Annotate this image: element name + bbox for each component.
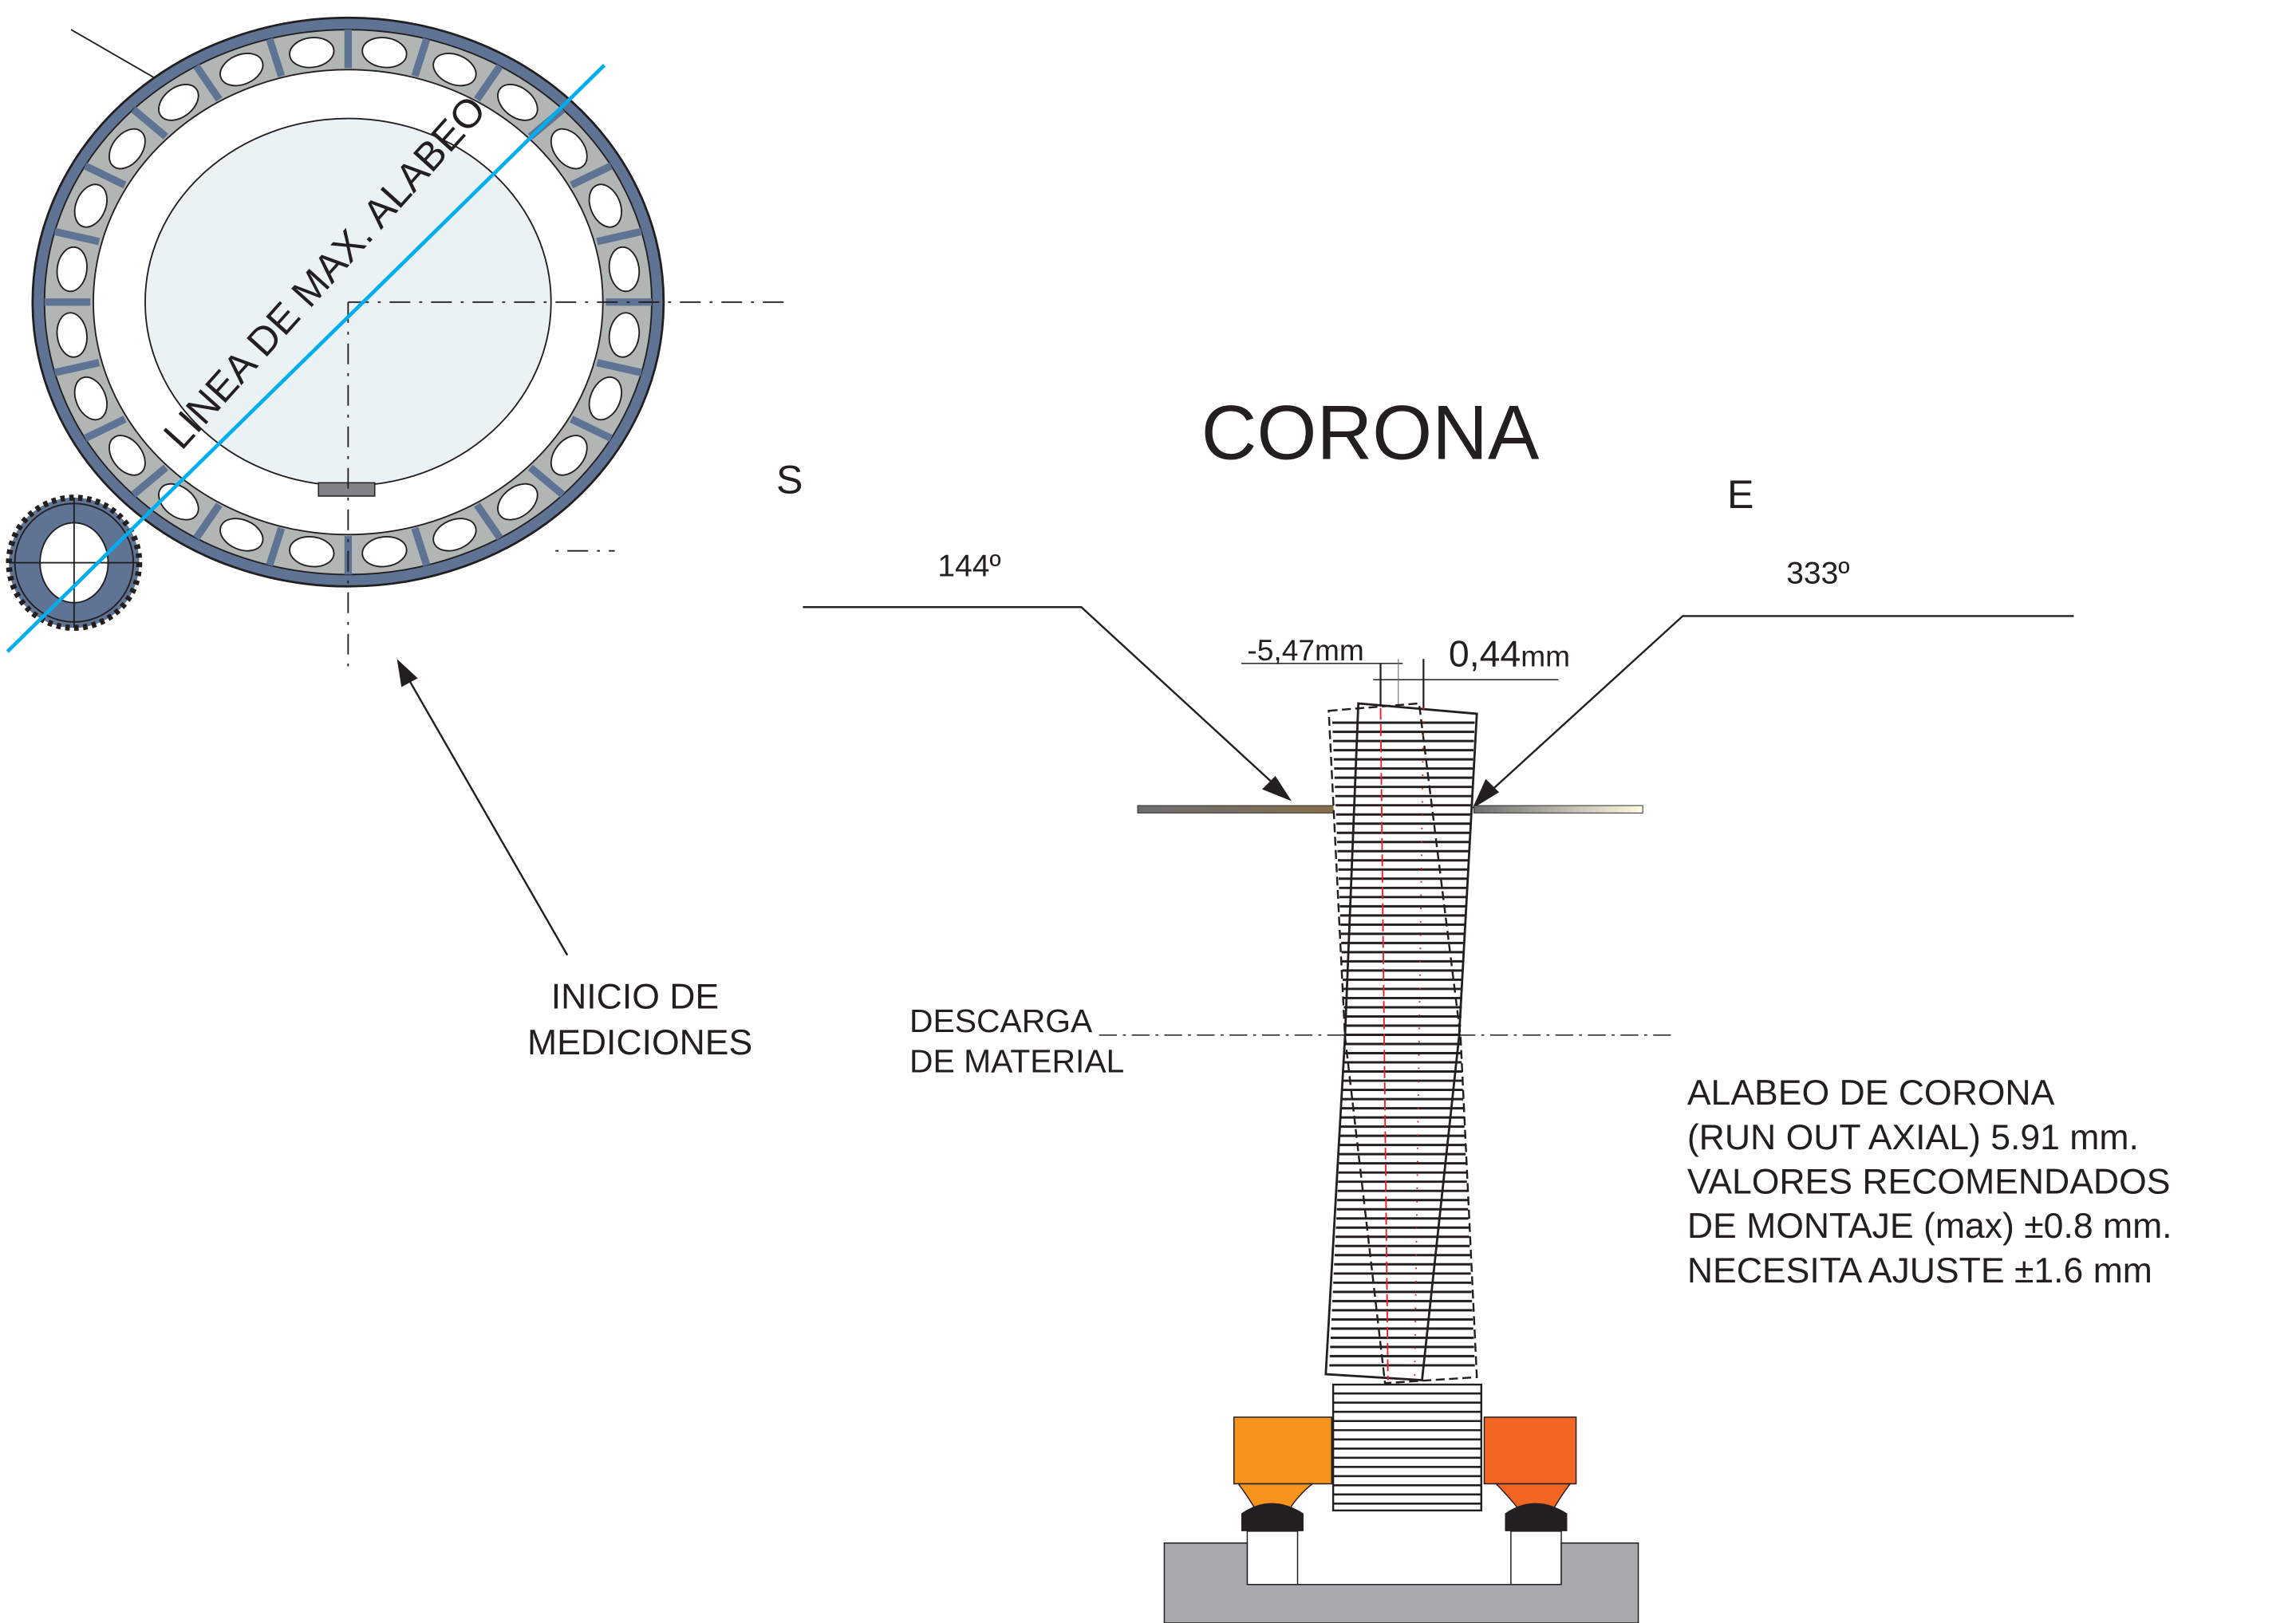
ring-slot bbox=[432, 53, 477, 87]
angle-right: 333º bbox=[1786, 557, 1849, 591]
ring-rib bbox=[266, 526, 286, 567]
ring-rib bbox=[596, 227, 643, 246]
ring-slot bbox=[108, 435, 146, 476]
angle-left: 144º bbox=[937, 549, 1000, 583]
axis-red-left bbox=[1379, 707, 1389, 1381]
ring-slot bbox=[608, 312, 641, 358]
ring-rib bbox=[131, 106, 168, 140]
direction-s: S bbox=[776, 457, 803, 502]
pinion-mark bbox=[318, 482, 376, 497]
roller-right bbox=[1483, 1416, 1577, 1586]
ring-rib bbox=[411, 37, 431, 77]
ring-slot bbox=[73, 376, 108, 421]
ring-slot bbox=[158, 83, 199, 121]
ring-rib bbox=[570, 162, 613, 189]
dim-left: -5,47mm bbox=[1247, 633, 1363, 667]
start-arrow-line bbox=[402, 668, 569, 956]
leader-line bbox=[70, 29, 167, 85]
measure-bar-right bbox=[1473, 805, 1643, 813]
ring-slot bbox=[361, 37, 408, 69]
dim-right-unit: mm bbox=[1521, 640, 1570, 673]
ring-slot bbox=[219, 53, 264, 87]
girth-gear-ring bbox=[31, 16, 786, 674]
start-label: INICIO DE MEDICIONES bbox=[527, 977, 752, 1062]
ring-slot bbox=[432, 518, 477, 552]
ring-slot bbox=[289, 37, 335, 69]
ring-rib bbox=[53, 359, 101, 376]
max-runout-line bbox=[6, 64, 606, 653]
runout-notes: ALABEO DE CORONA (RUN OUT AXIAL) 5.91 mm… bbox=[1687, 1073, 2182, 1290]
ring-rib bbox=[131, 464, 168, 498]
ring-slot bbox=[361, 536, 408, 568]
ring-rib bbox=[596, 359, 643, 376]
pinion-gear bbox=[6, 494, 143, 631]
kiln-shell-stack bbox=[1324, 702, 1482, 1512]
direction-e: E bbox=[1727, 472, 1754, 517]
ring-slots bbox=[44, 30, 652, 575]
ring-rib bbox=[83, 416, 127, 442]
leader-arrow-left bbox=[803, 606, 1284, 794]
ring-rib bbox=[474, 64, 503, 102]
dim-right-value: 0,44 bbox=[1449, 633, 1521, 675]
ring-rib bbox=[411, 526, 431, 567]
ring-slot bbox=[73, 183, 108, 228]
ring-slot bbox=[588, 376, 622, 421]
ring-slot bbox=[588, 183, 622, 228]
shell-outline bbox=[1324, 702, 1478, 1381]
axis-red-right bbox=[1414, 707, 1425, 1381]
ring-slot bbox=[108, 128, 146, 170]
ring-rib bbox=[83, 162, 127, 189]
ring-slot bbox=[550, 435, 588, 476]
ring-rib bbox=[474, 502, 503, 541]
leader-arrow-right bbox=[1480, 615, 2074, 801]
measure-bar-left bbox=[1137, 805, 1360, 813]
ring-slot bbox=[608, 246, 641, 293]
foundation bbox=[1163, 1542, 1639, 1623]
ring-slot bbox=[56, 246, 88, 293]
ring-rib bbox=[570, 416, 613, 442]
ring-slot bbox=[289, 536, 335, 568]
ring-rib bbox=[53, 227, 101, 246]
title: CORONA bbox=[1201, 391, 1540, 476]
ring-slot bbox=[497, 483, 538, 521]
ring-rib bbox=[193, 502, 223, 541]
roller-left bbox=[1233, 1416, 1332, 1586]
discharge-label: DESCARGA DE MATERIAL bbox=[909, 1003, 1124, 1079]
ring-slot bbox=[497, 83, 538, 121]
ring-rib bbox=[527, 464, 566, 498]
ring-slot bbox=[219, 518, 264, 552]
ring-rib bbox=[266, 37, 286, 77]
ring-slot bbox=[550, 128, 588, 170]
dim-right: 0,44mm bbox=[1449, 633, 1570, 675]
ring-slot bbox=[56, 312, 88, 358]
ring-rib bbox=[193, 64, 223, 102]
